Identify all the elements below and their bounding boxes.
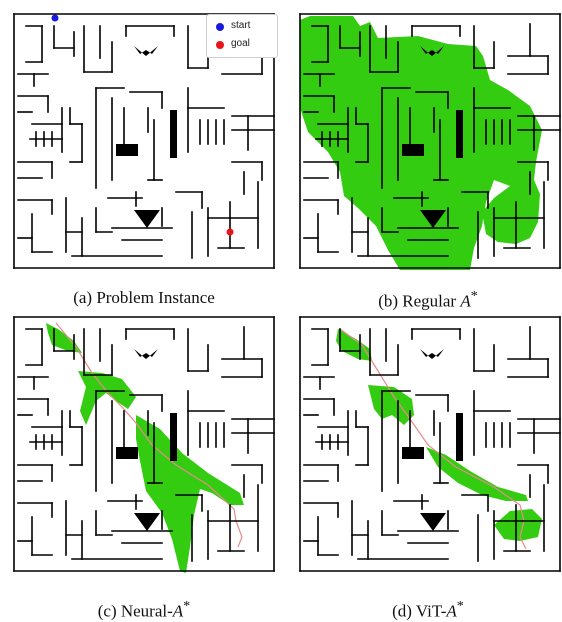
- panel-neural-astar: [12, 315, 276, 573]
- maze-obstacle-block: [170, 413, 177, 461]
- caption-c: (c) Neural-A*: [4, 598, 284, 622]
- maze-neural-astar: [13, 316, 275, 573]
- caption-text: Regular: [402, 291, 461, 311]
- maze-vit-astar: [299, 316, 561, 572]
- caption-label: (c): [97, 601, 121, 621]
- caption-math: A: [172, 601, 184, 621]
- maze-obstacle-block: [116, 144, 138, 156]
- legend-goal-label: goal: [231, 38, 250, 49]
- caption-superscript: *: [470, 288, 478, 304]
- legend: start goal: [206, 14, 278, 58]
- caption-label: (b): [378, 291, 403, 311]
- caption-label: (d): [392, 601, 416, 621]
- maze-obstacle-shape: [134, 46, 158, 56]
- maze-obstacle-block: [116, 447, 138, 459]
- caption-text: ViT-: [415, 601, 447, 621]
- caption-b: (b) Regular A*: [288, 288, 562, 312]
- maze-regular-astar: [299, 13, 561, 270]
- maze-obstacle-block: [402, 144, 424, 156]
- explored-region: [136, 415, 244, 573]
- explored-region: [368, 385, 414, 425]
- goal-marker: [226, 228, 234, 236]
- maze-obstacle-block: [456, 110, 463, 158]
- legend-item-goal: goal: [207, 37, 277, 53]
- panel-problem-instance: start goal: [12, 12, 278, 270]
- explored-region: [494, 509, 542, 541]
- start-dot-icon: [216, 23, 224, 31]
- maze-obstacle-shape: [134, 513, 160, 531]
- maze-walls: [299, 13, 561, 269]
- caption-superscript: *: [456, 598, 464, 614]
- explored-region: [78, 371, 136, 425]
- caption-text: Neural-: [120, 601, 173, 621]
- maze-obstacle-block: [402, 447, 424, 459]
- explored-region: [300, 16, 542, 270]
- maze-obstacle-shape: [134, 210, 160, 228]
- explored-region: [336, 329, 372, 361]
- start-marker: [51, 14, 59, 22]
- maze-obstacle-shape: [420, 349, 444, 359]
- maze-walls: [299, 316, 561, 572]
- maze-obstacle-block: [456, 413, 463, 461]
- maze-obstacle-shape: [420, 210, 446, 228]
- legend-start-label: start: [231, 20, 251, 31]
- maze-obstacle-shape: [420, 46, 444, 56]
- caption-superscript: *: [183, 598, 191, 614]
- caption-a: (a) Problem Instance: [4, 288, 284, 308]
- maze-obstacle-shape: [134, 349, 158, 359]
- solution-path: [339, 328, 527, 550]
- caption-text: Problem Instance: [96, 288, 215, 307]
- explored-region: [426, 447, 528, 501]
- caption-d: (d) ViT-A*: [288, 598, 562, 622]
- caption-label: (a): [73, 288, 97, 307]
- panel-vit-astar: [298, 315, 562, 573]
- maze-obstacle-shape: [420, 513, 446, 531]
- legend-item-start: start: [207, 19, 277, 35]
- maze-obstacle-block: [170, 110, 177, 158]
- panel-regular-astar: [298, 12, 562, 270]
- caption-math: A: [446, 601, 457, 621]
- explored-region: [46, 323, 82, 353]
- goal-dot-icon: [216, 41, 224, 49]
- caption-math: A: [460, 291, 471, 311]
- maze-walls: [13, 316, 275, 572]
